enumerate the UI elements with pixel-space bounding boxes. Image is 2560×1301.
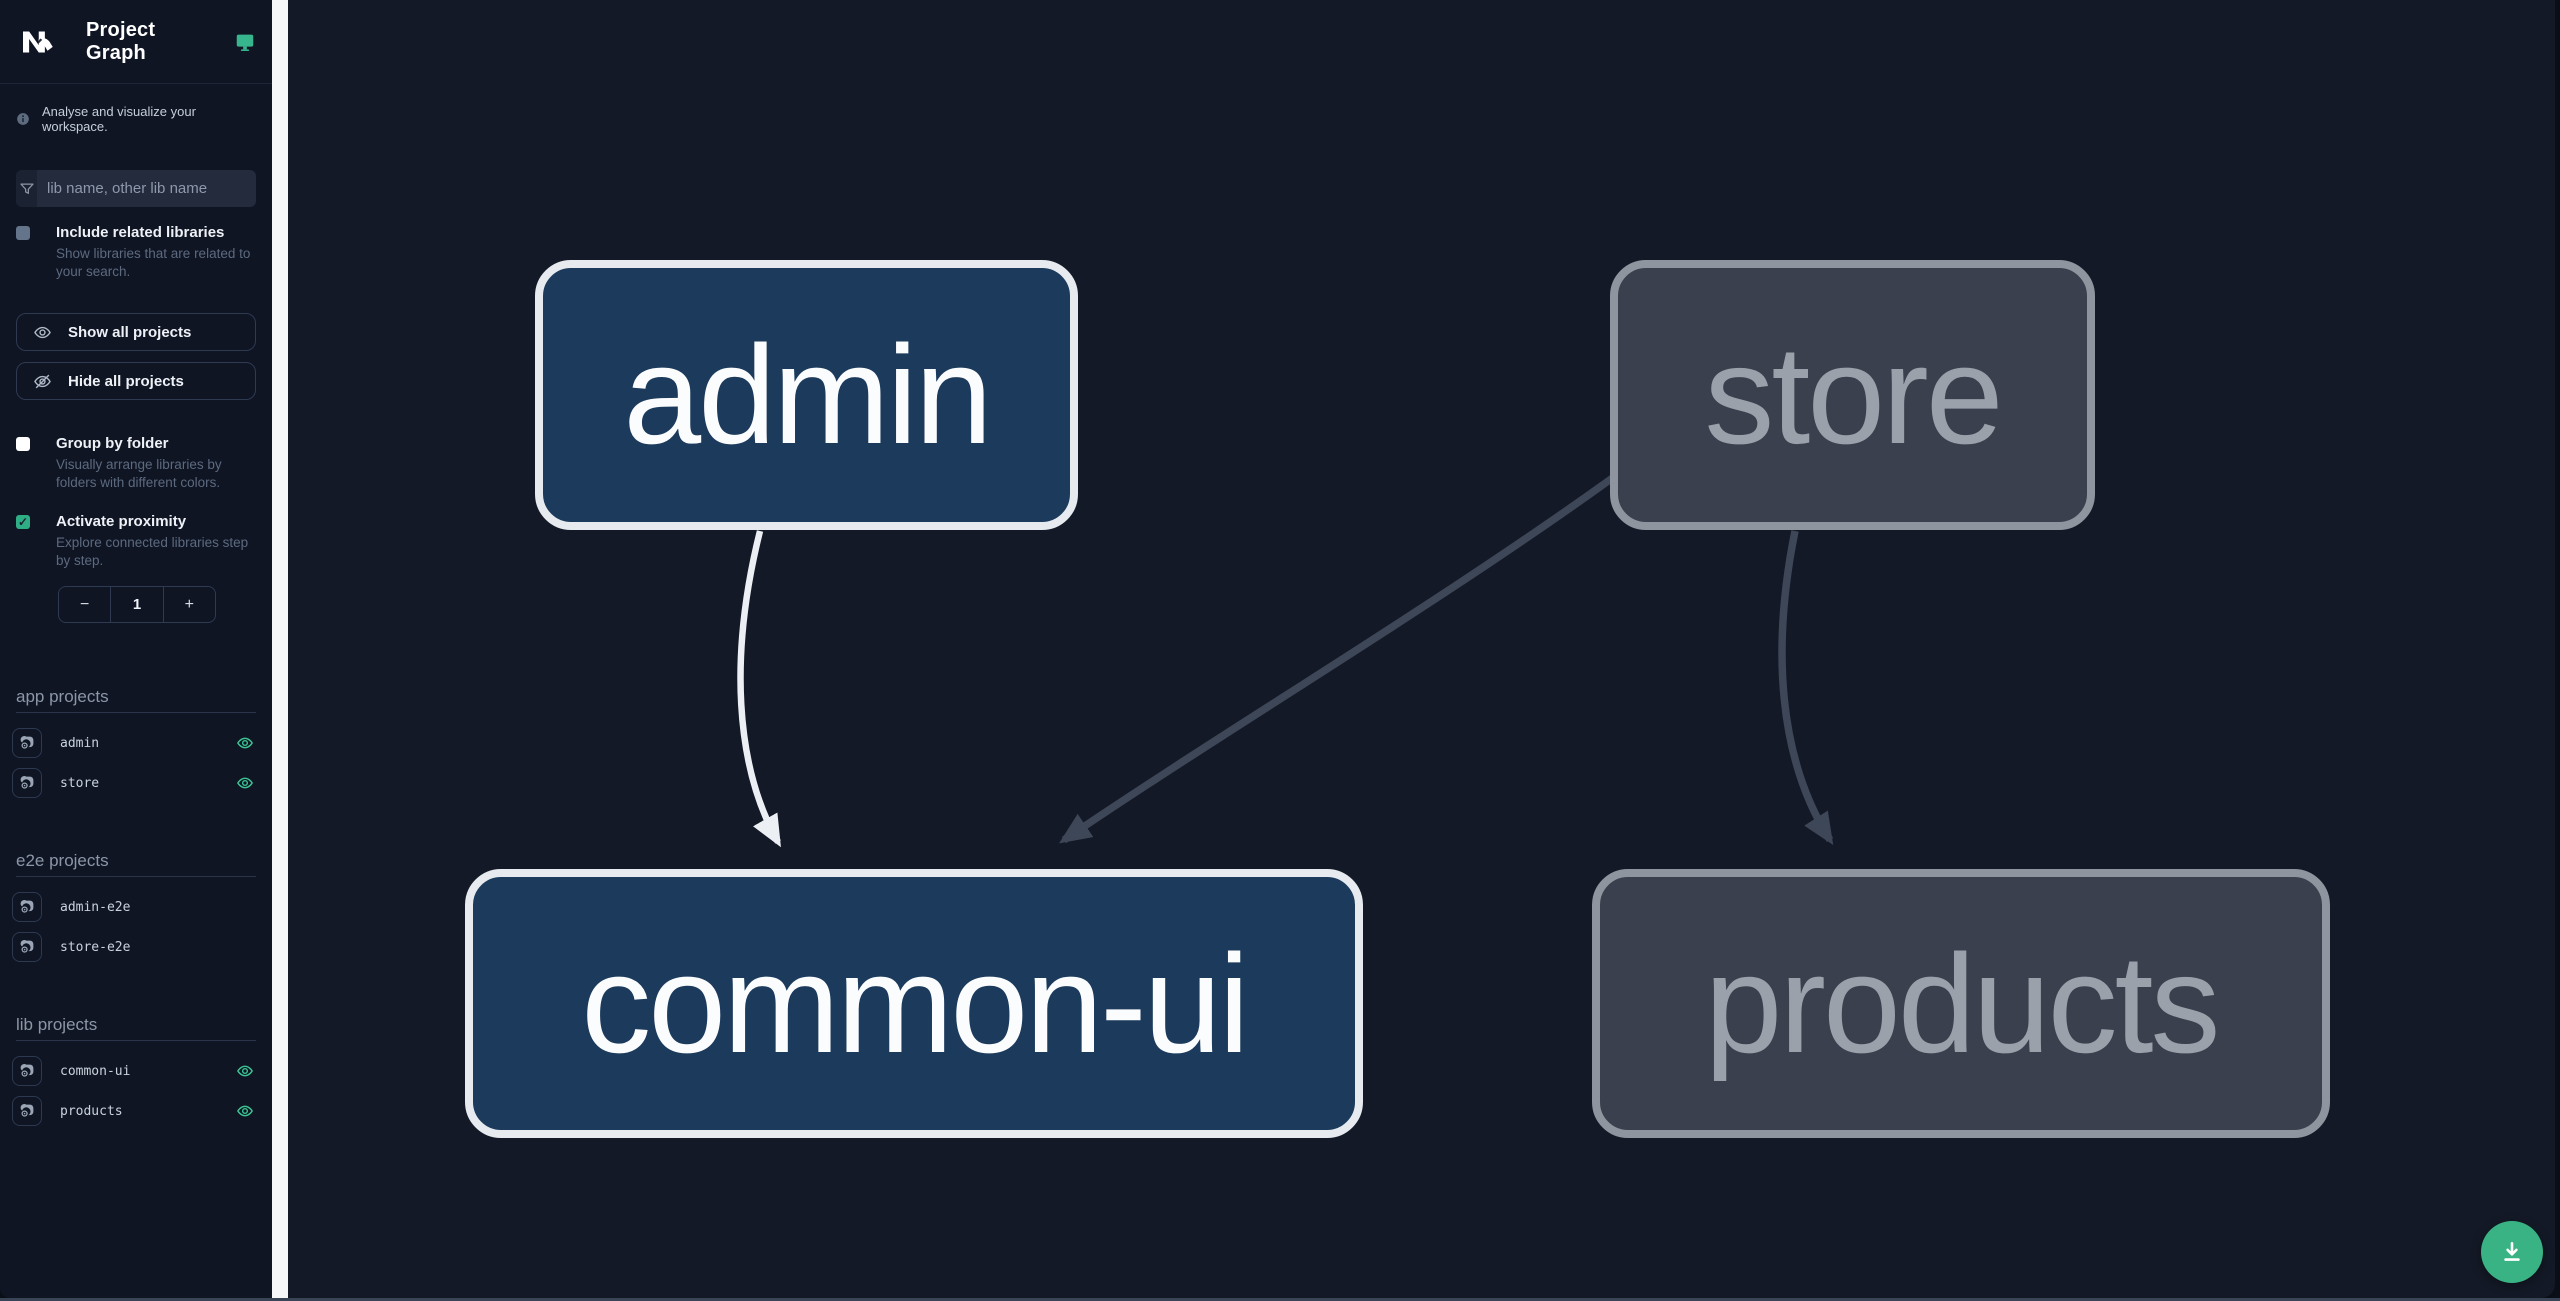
visibility-toggle-button[interactable] — [234, 1060, 256, 1082]
focus-icon — [20, 736, 34, 749]
focus-project-button[interactable] — [12, 728, 42, 758]
project-name: admin — [60, 735, 100, 751]
hide-all-projects-button[interactable]: Hide all projects — [16, 362, 256, 400]
download-graph-button[interactable] — [2481, 1221, 2543, 1283]
visibility-toggle-button[interactable] — [234, 772, 256, 794]
filter-input[interactable] — [37, 170, 256, 207]
project-section-app: app projects admin store — [12, 687, 256, 803]
focus-project-button[interactable] — [12, 932, 42, 962]
graph-edge-store-to-products — [1778, 530, 1834, 846]
eye-off-icon — [34, 374, 51, 388]
info-icon — [17, 113, 29, 125]
project-section-lib: lib projects common-ui products — [12, 1015, 256, 1131]
workspace-tagline: Analyse and visualize your workspace. — [16, 104, 256, 134]
section-rows: admin-e2e store-e2e — [12, 887, 256, 967]
section-rows: common-ui products — [12, 1051, 256, 1131]
project-row-admin: admin — [12, 723, 256, 763]
show-all-label: Show all projects — [68, 323, 192, 341]
checkbox-activate-proximity[interactable]: ✓ — [16, 515, 30, 529]
window-bottom-edge — [0, 1298, 2560, 1301]
eye-icon — [237, 1065, 253, 1077]
project-row-common-ui: common-ui — [12, 1051, 256, 1091]
eye-icon — [237, 737, 253, 749]
visibility-toggle-button[interactable] — [234, 732, 256, 754]
focus-project-button[interactable] — [12, 1056, 42, 1086]
focus-icon — [20, 940, 34, 953]
eye-icon — [34, 326, 51, 338]
graph-node-common-ui[interactable]: common-ui — [465, 869, 1363, 1138]
section-rows: admin store — [12, 723, 256, 803]
project-name: products — [60, 1103, 123, 1119]
project-row-store-e2e: store-e2e — [12, 927, 256, 967]
sidebar: Project Graph Analyse and visualize your… — [0, 0, 272, 1298]
filter-funnel — [16, 170, 37, 207]
option-include-related: Include related libraries Show libraries… — [16, 223, 256, 281]
option-description: Show libraries that are related to your … — [56, 246, 251, 279]
download-icon — [2504, 1241, 2520, 1261]
project-name: admin-e2e — [60, 899, 131, 915]
section-heading: e2e projects — [16, 851, 256, 877]
graph-node-products[interactable]: products — [1592, 869, 2330, 1138]
project-row-products: products — [12, 1091, 256, 1131]
eye-icon — [237, 1105, 253, 1117]
option-label: Include related libraries — [56, 224, 225, 241]
option-label: Group by folder — [56, 435, 169, 452]
sidebar-body: Analyse and visualize your workspace. In… — [0, 104, 272, 1131]
project-section-e2e: e2e projects admin-e2e store-e2e — [12, 851, 256, 967]
project-name: store — [60, 775, 100, 791]
visibility-toggle-button[interactable] — [234, 1100, 256, 1122]
graph-edge-store-to-common-ui — [1059, 470, 1621, 844]
option-description: Explore connected libraries step by step… — [56, 535, 249, 568]
graph-node-admin[interactable]: admin — [535, 260, 1078, 530]
page-title: Project Graph — [86, 18, 156, 64]
nx-logo-icon — [23, 31, 53, 52]
focus-project-button[interactable] — [12, 892, 42, 922]
checkbox-include-related[interactable] — [16, 226, 30, 240]
graph-canvas[interactable]: admin store common-ui products — [288, 0, 2555, 1298]
graph-edge-admin-to-common-ui — [737, 530, 781, 848]
option-label: Activate proximity — [56, 513, 187, 530]
eye-icon — [237, 777, 253, 789]
focus-icon — [20, 900, 34, 913]
focus-icon — [20, 1104, 34, 1117]
sidebar-scrollbar[interactable] — [272, 0, 288, 1298]
focus-project-button[interactable] — [12, 1096, 42, 1126]
option-activate-proximity: ✓ Activate proximity Explore connected l… — [16, 512, 256, 570]
project-name: store-e2e — [60, 939, 131, 955]
proximity-decrease-button[interactable]: − — [59, 587, 110, 622]
graph-node-store[interactable]: store — [1610, 260, 2095, 530]
option-description: Visually arrange libraries by folders wi… — [56, 457, 222, 490]
project-row-admin-e2e: admin-e2e — [12, 887, 256, 927]
monitor-icon — [236, 34, 254, 51]
funnel-icon — [19, 182, 34, 194]
section-heading: lib projects — [16, 1015, 256, 1041]
checkbox-group-by-folder[interactable] — [16, 437, 30, 451]
focus-project-button[interactable] — [12, 768, 42, 798]
dependency-edges — [737, 470, 1834, 848]
focus-icon — [20, 776, 34, 789]
filter-box — [16, 170, 256, 207]
proximity-increase-button[interactable]: + — [164, 587, 215, 622]
section-heading: app projects — [16, 687, 256, 713]
tagline-text: Analyse and visualize your workspace. — [42, 104, 196, 134]
option-group-by-folder: Group by folder Visually arrange librari… — [16, 434, 256, 492]
check-icon: ✓ — [17, 515, 29, 529]
project-sections: app projects admin store — [12, 687, 256, 1131]
project-name: common-ui — [60, 1063, 131, 1079]
theme-monitor-button[interactable] — [234, 31, 256, 53]
proximity-stepper: − 1 + — [58, 586, 216, 623]
show-all-projects-button[interactable]: Show all projects — [16, 313, 256, 351]
sidebar-header: Project Graph — [0, 0, 272, 84]
project-row-store: store — [12, 763, 256, 803]
hide-all-label: Hide all projects — [68, 372, 184, 390]
proximity-value: 1 — [110, 587, 164, 622]
focus-icon — [20, 1064, 34, 1077]
